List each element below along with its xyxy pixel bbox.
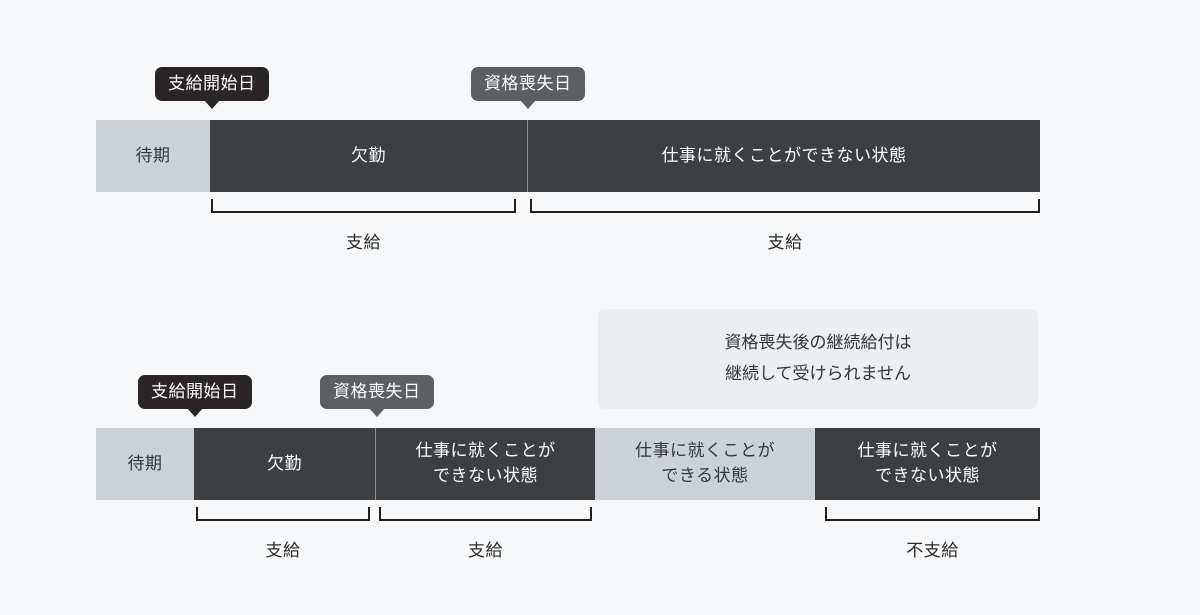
timeline-bar-2: 待期 欠勤 仕事に就くことが できない状態 仕事に就くことが できる状態 仕事に… (96, 428, 1040, 500)
bracket-label-paid-2a: 支給 (265, 541, 301, 561)
segment-label-line-2: できない状態 (875, 466, 980, 486)
callout-qualification-loss-date-1: 資格喪失日 (471, 67, 585, 109)
segment-waiting-period-1: 待期 (96, 120, 210, 192)
bracket-paid-2a (196, 507, 370, 521)
segment-waiting-period-2: 待期 (96, 428, 194, 500)
bracket-paid-2b (379, 507, 592, 521)
note-line-1: 資格喪失後の継続給付は (724, 332, 912, 353)
segment-absence-2: 欠勤 (194, 428, 375, 500)
segment-unable-to-work-2a: 仕事に就くことが できない状態 (375, 428, 595, 500)
segment-able-to-work-2: 仕事に就くことが できる状態 (595, 428, 815, 500)
callout-payment-start-date-2: 支給開始日 (138, 375, 252, 417)
segment-absence-1: 欠勤 (210, 120, 527, 192)
timeline-bar-1: 待期 欠勤 仕事に就くことができない状態 (96, 120, 1040, 192)
bracket-label-paid-2b: 支給 (468, 541, 503, 561)
segment-label-line-2: できない状態 (433, 466, 538, 486)
segment-label-line-1: 仕事に就くことが (857, 441, 998, 462)
segment-label-line-1: 仕事に就くことが (635, 441, 775, 462)
bracket-unpaid-2c (825, 507, 1040, 521)
callout-qualification-loss-date-2: 資格喪失日 (320, 375, 434, 417)
bracket-label-unpaid-2c: 不支給 (906, 541, 959, 561)
segment-label-line-1: 仕事に就くことが (415, 441, 556, 462)
bracket-label-paid-1b: 支給 (767, 233, 803, 253)
bracket-paid-1a (211, 199, 516, 213)
bracket-label-paid-1a: 支給 (346, 233, 381, 253)
callout-payment-start-date-1: 支給開始日 (155, 67, 269, 109)
segment-unable-to-work-2b: 仕事に就くことが できない状態 (815, 428, 1040, 500)
note-box-continued-benefits: 資格喪失後の継続給付は 継続して受けられません (598, 309, 1038, 409)
bracket-paid-1b (530, 199, 1040, 213)
segment-unable-to-work-1: 仕事に就くことができない状態 (527, 120, 1040, 192)
note-line-2: 継続して受けられません (725, 364, 911, 384)
segment-label-line-2: できる状態 (661, 466, 749, 486)
